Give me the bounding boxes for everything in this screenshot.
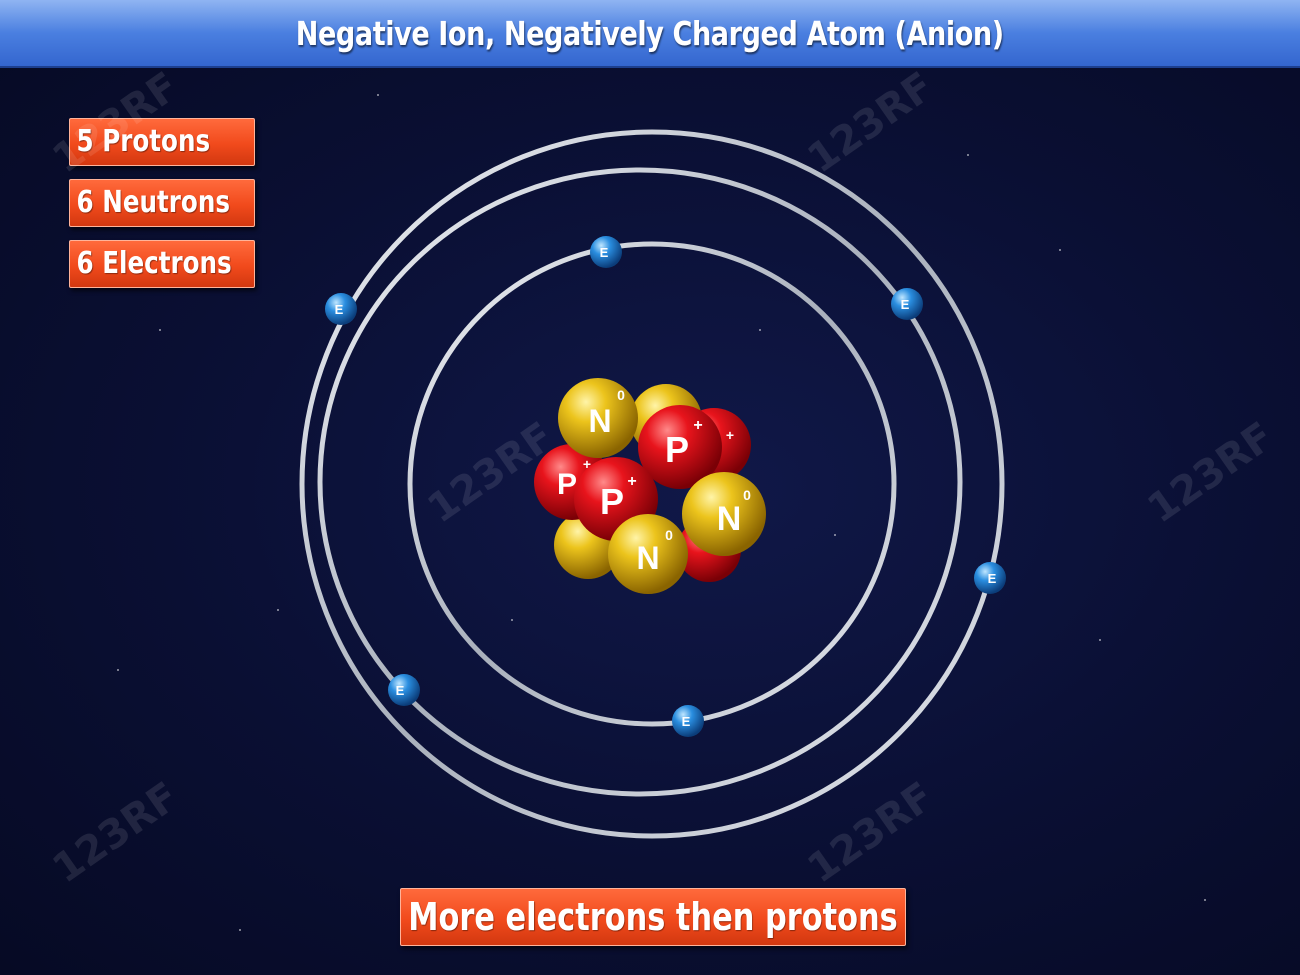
electron [974, 562, 1006, 594]
electron-letter: E [988, 571, 997, 586]
proton-charge: + [726, 427, 734, 443]
electrons: E E E E E E [325, 236, 1006, 737]
protons-count-label: 5 Protons [69, 118, 255, 166]
proton-charge: + [693, 417, 702, 434]
page-title: Negative Ion, Negatively Charged Atom (A… [295, 13, 1004, 53]
caption-label: More electrons then protons [400, 888, 906, 946]
neutron-letter: N [588, 403, 611, 439]
neutrons-count-label: 6 Neutrons [69, 179, 255, 227]
nucleus: P + N 0 P + + N 0 P + N 0 [534, 378, 766, 594]
proton [638, 405, 722, 489]
electron-letter: E [396, 683, 405, 698]
electron-letter: E [335, 302, 344, 317]
electrons-count-label: 6 Electrons [69, 240, 255, 288]
electron [388, 674, 420, 706]
electron-letter: E [682, 714, 691, 729]
proton-letter: P [665, 429, 689, 470]
stars [117, 94, 1206, 931]
orbit-inner [407, 241, 897, 727]
electrons-count-text: 6 Electrons [76, 246, 232, 281]
electron-letter: E [600, 245, 609, 260]
neutron-charge: 0 [743, 487, 751, 503]
electron [891, 288, 923, 320]
electron [590, 236, 622, 268]
proton-letter: P [600, 481, 624, 522]
neutron-charge: 0 [617, 387, 625, 403]
title-bar: Negative Ion, Negatively Charged Atom (A… [0, 0, 1300, 68]
proton-charge: + [583, 456, 591, 472]
electron-letter: E [901, 297, 910, 312]
orbit-middle [317, 167, 963, 797]
proton-charge: + [627, 473, 636, 490]
neutron-letter: N [636, 540, 659, 576]
proton-letter: P [557, 468, 577, 501]
electron [672, 705, 704, 737]
neutron [558, 378, 638, 458]
neutrons-count-text: 6 Neutrons [76, 185, 230, 220]
caption-text: More electrons then protons [408, 895, 898, 939]
neutron [682, 472, 766, 556]
neutron-charge: 0 [665, 527, 673, 543]
neutron-letter: N [717, 500, 742, 538]
orbit-outer [299, 129, 1005, 839]
neutron [608, 514, 688, 594]
protons-count-text: 5 Protons [76, 124, 211, 159]
electron [325, 293, 357, 325]
